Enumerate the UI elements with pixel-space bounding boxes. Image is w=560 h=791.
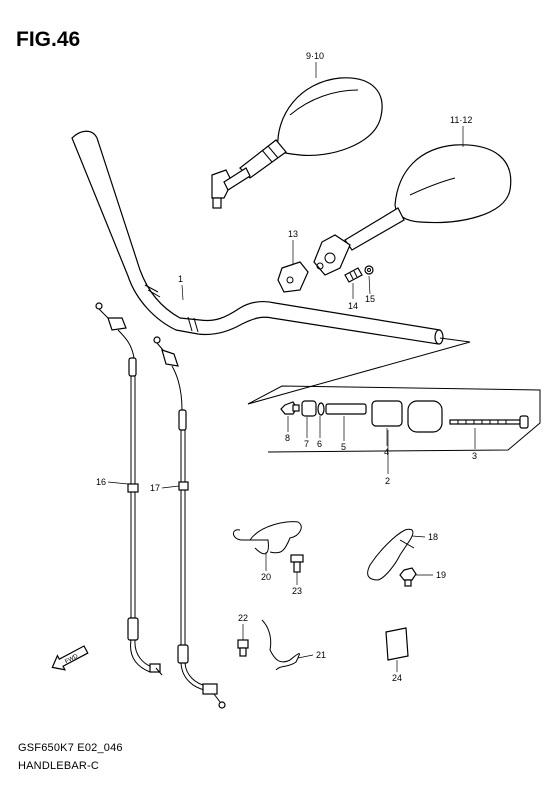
callout-4: 4: [384, 447, 389, 457]
callout-19: 19: [436, 570, 446, 580]
callout-18: 18: [428, 532, 438, 542]
guide-bolt-22: [237, 639, 249, 657]
bar-end-assembly: [247, 337, 541, 453]
callout-11-12: 11·12: [450, 115, 472, 125]
callout-23: 23: [292, 586, 302, 596]
callout-3: 3: [472, 451, 477, 461]
model-code: GSF650K7 E02_046: [18, 742, 123, 754]
callout-15: 15: [365, 294, 375, 304]
bolt-and-washer: [344, 265, 374, 283]
section-name: HANDLEBAR-C: [18, 760, 100, 772]
callout-8: 8: [285, 433, 290, 443]
callout-21: 21: [316, 650, 326, 660]
callout-17: 17: [150, 483, 160, 493]
cable-clamp-18: [367, 528, 415, 581]
cable-clamp-20: [233, 521, 302, 555]
figure-title: FIG.46: [16, 28, 81, 51]
clamp-bolt-23: [290, 554, 304, 573]
sleeve-5: [325, 403, 367, 415]
warning-label-24: [385, 627, 409, 661]
callout-9-10: 9·10: [306, 51, 324, 61]
callout-5: 5: [341, 442, 346, 452]
callout-16: 16: [96, 477, 106, 487]
callout-22: 22: [238, 613, 248, 623]
callout-6: 6: [317, 439, 322, 449]
callout-7: 7: [304, 439, 309, 449]
leader-lines: [107, 62, 476, 672]
handlebar: [71, 130, 444, 345]
callout-1: 1: [178, 274, 183, 284]
ring-6: [317, 402, 325, 416]
fwd-arrow: FWD: [51, 645, 89, 671]
collar-7: [301, 400, 317, 417]
bar-end-cap-2: [407, 400, 443, 433]
cable-guide-21: [261, 619, 300, 671]
callout-24: 24: [392, 673, 402, 683]
mirror-bracket: [277, 261, 309, 293]
mirror-right: [313, 144, 512, 276]
bar-end-bolt-8: [280, 401, 300, 415]
weight-4: [371, 400, 403, 427]
clamp-bolt-19: [399, 567, 417, 587]
throttle-cable-17: [153, 336, 226, 709]
callout-14: 14: [348, 301, 358, 311]
throttle-cable-16: [95, 302, 163, 676]
callout-13: 13: [288, 229, 298, 239]
callout-20: 20: [261, 572, 271, 582]
callouts: 1 2 3 4 5 6 7 8 9·10 11·12 13 14 15 16 1…: [96, 51, 477, 683]
callout-2: 2: [385, 476, 390, 486]
mirror-left: [211, 77, 383, 209]
long-bolt-3: [449, 415, 529, 429]
